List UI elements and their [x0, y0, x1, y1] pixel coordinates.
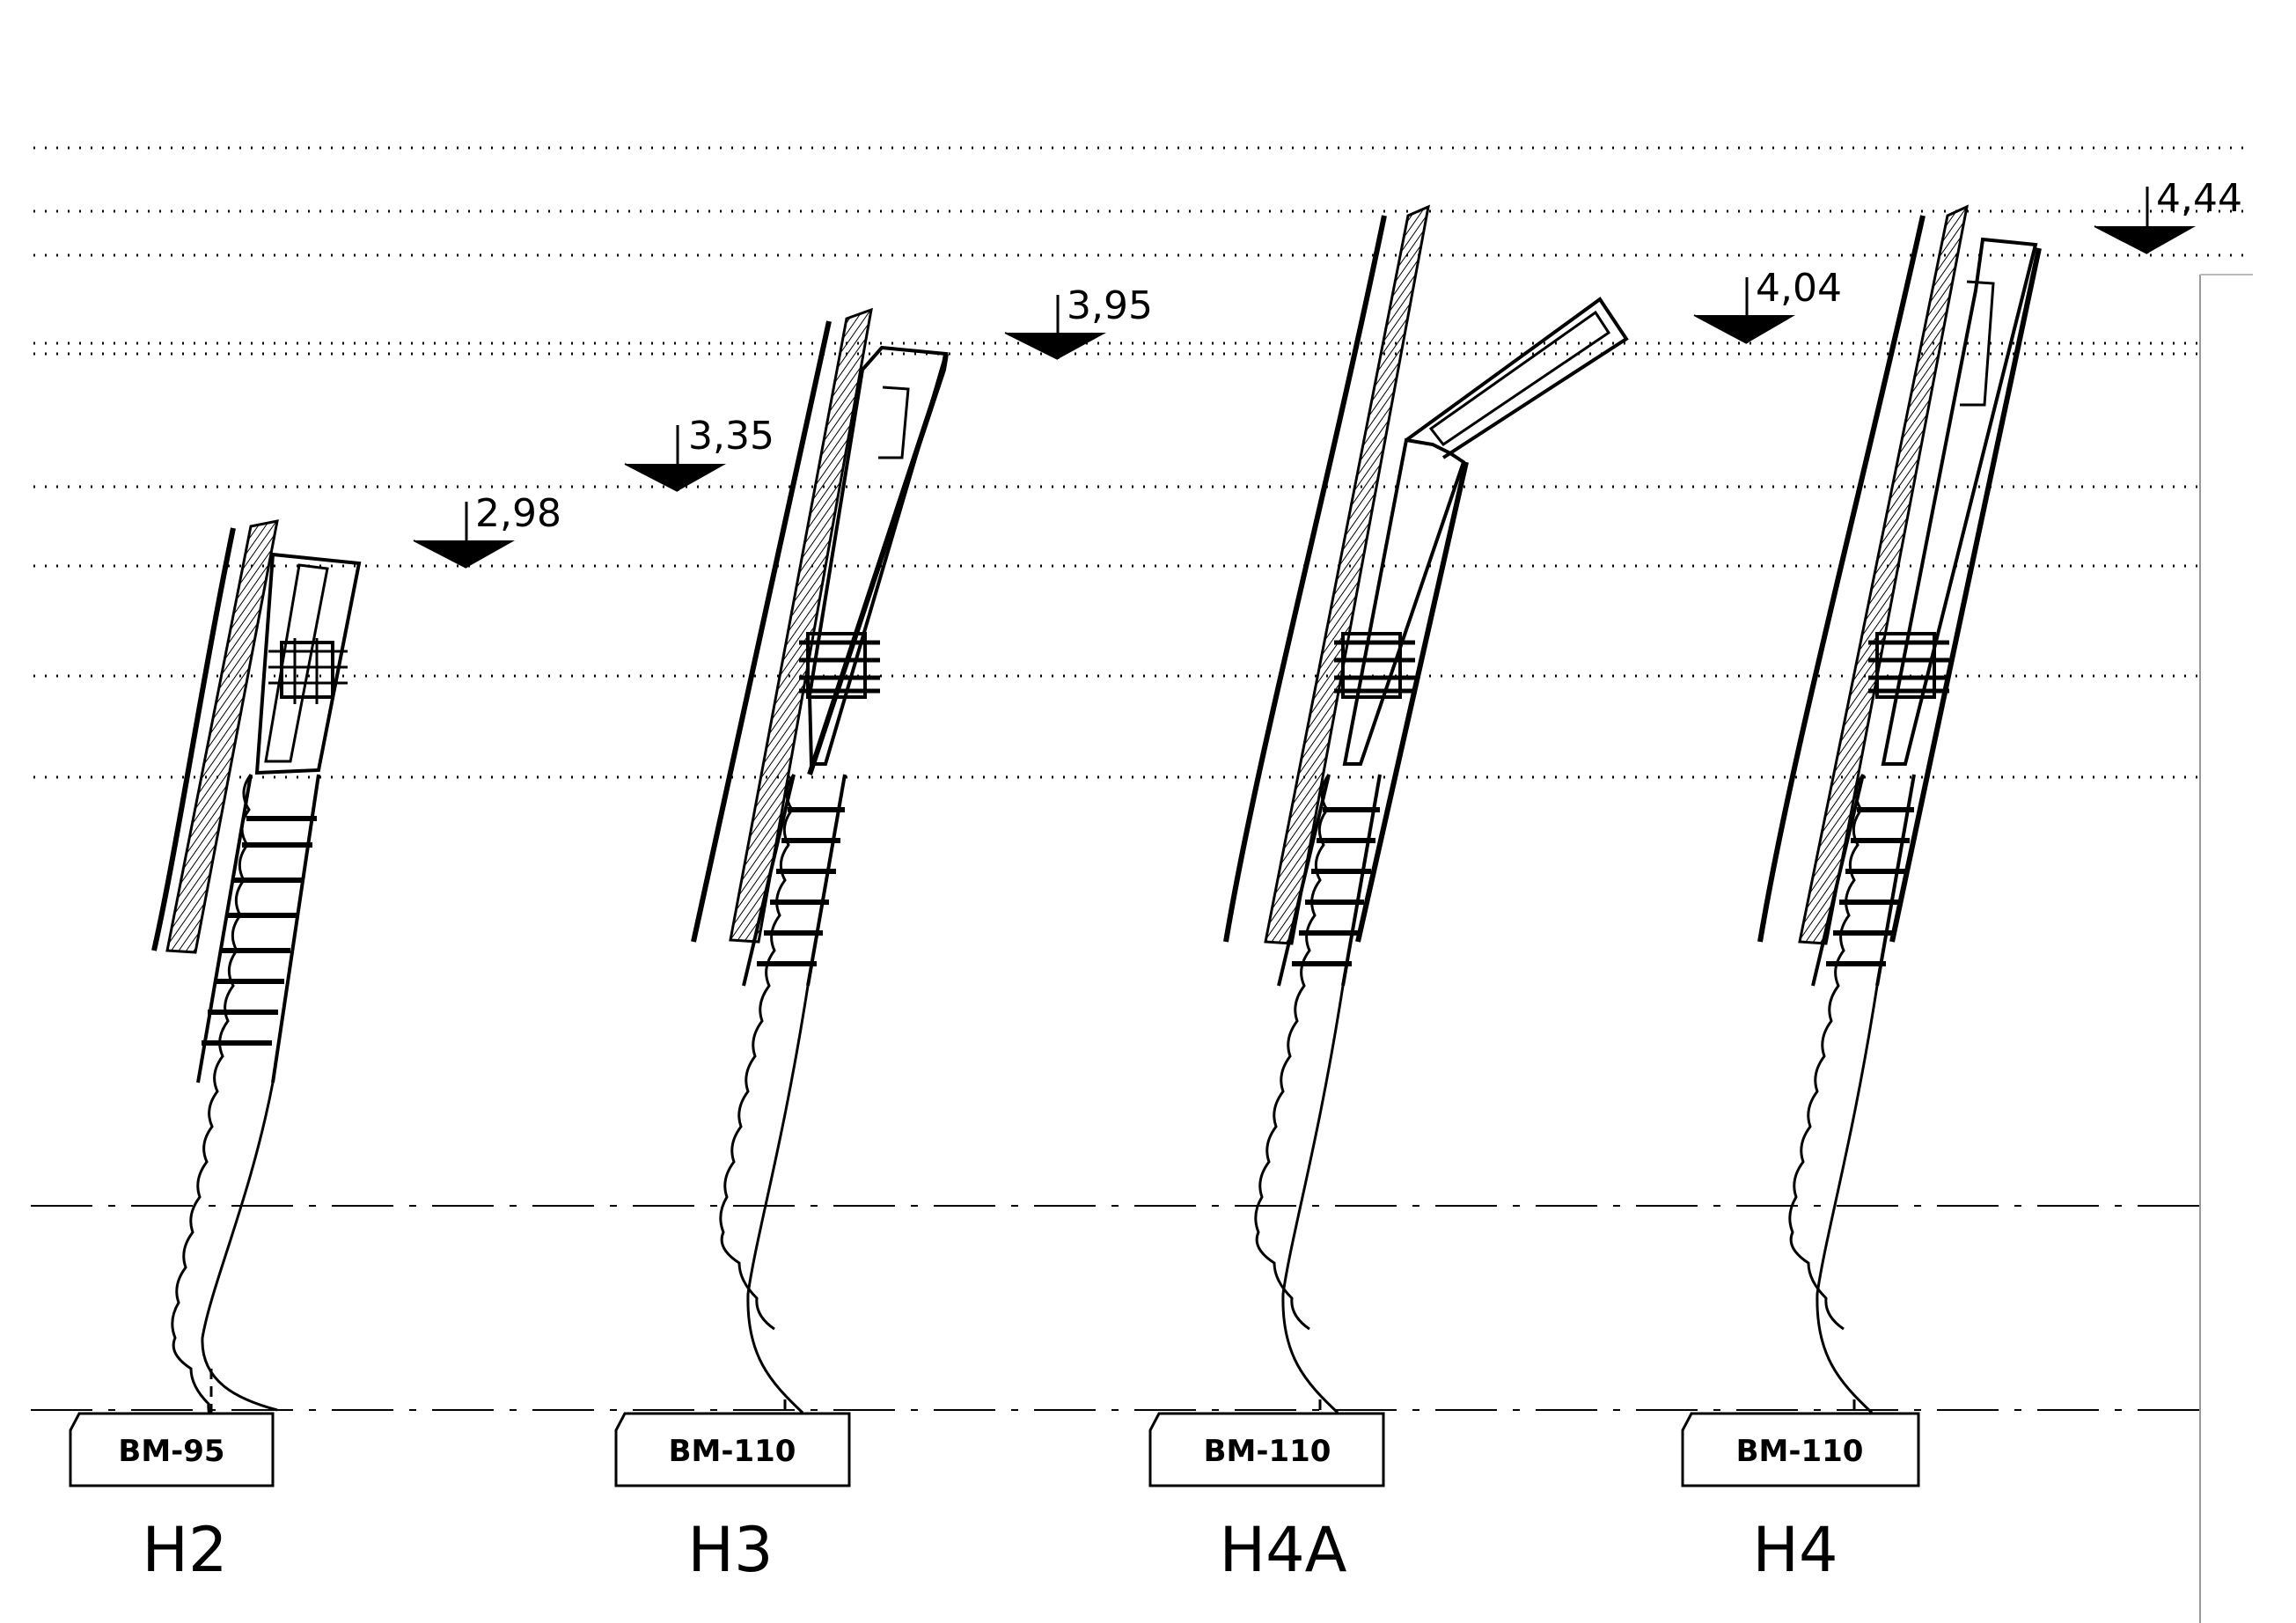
level-label: 4,44: [2156, 176, 2242, 221]
unit-label-h4a: H4A: [1219, 1514, 1346, 1586]
footing-block-label: BM-110: [1736, 1434, 1864, 1469]
steps: [1811, 774, 1916, 987]
wavy-edge: [1254, 774, 1331, 1331]
unit-h2: [151, 519, 362, 1436]
dotted-reference-lines: [33, 146, 2253, 779]
unit-h4a: [1223, 204, 1629, 1435]
unit-h3: [691, 307, 949, 1435]
level-marker-4: 4,04: [1693, 266, 1842, 344]
column-back-line: [746, 985, 810, 1414]
plate-outline: [1960, 280, 1995, 407]
curved-panel: [1757, 215, 1926, 943]
bolt-plate: [280, 641, 334, 699]
level-triangle-icon: [414, 540, 515, 568]
dashed-footing-detail: [209, 1369, 268, 1435]
level-label: 4,04: [1756, 266, 1842, 311]
level-marker-5: 4,44: [2094, 176, 2242, 254]
level-label: 3,95: [1067, 283, 1153, 328]
hatched-panel: [165, 519, 279, 954]
curved-panel: [691, 320, 832, 943]
level-marker-1: 2,98: [413, 491, 561, 569]
column-bracket-inner: [264, 563, 329, 763]
bolt-group: [268, 638, 348, 704]
wavy-edge: [719, 774, 796, 1331]
bolt-group: [1334, 640, 1415, 694]
level-label: 3,35: [688, 414, 774, 459]
unit-label-h4: H4: [1752, 1514, 1838, 1586]
level-label: 2,98: [475, 491, 561, 536]
unit-label-h2: H2: [142, 1514, 227, 1586]
footing-block-label: BM-95: [118, 1434, 224, 1469]
bolt-group: [799, 640, 880, 694]
wavy-edge: [1788, 774, 1865, 1331]
footing-block-h2: BM-95: [69, 1412, 275, 1487]
footing-block-h4: BM-110: [1681, 1412, 1920, 1487]
bolt-plate: [1875, 632, 1936, 699]
sloped-beam-inner: [1428, 310, 1611, 447]
sloped-beam: [1405, 297, 1629, 459]
bolt-group: [1868, 640, 1949, 694]
column-back-line: [1816, 985, 1879, 1414]
plate-outline: [878, 386, 910, 459]
footing-block-h3: BM-110: [614, 1412, 851, 1487]
column-outer: [1355, 461, 1469, 943]
level-triangle-icon: [1005, 333, 1106, 359]
level-triangle-icon: [1694, 315, 1795, 343]
unit-h4: [1757, 204, 2042, 1435]
column-back-line: [201, 1082, 278, 1412]
wavy-edge: [171, 774, 253, 1436]
level-marker-2: 3,35: [624, 414, 774, 492]
footing-block-h4a: BM-110: [1148, 1412, 1385, 1487]
column-outer: [807, 353, 949, 775]
footing-block-label: BM-110: [1204, 1434, 1331, 1469]
level-triangle-icon: [625, 464, 726, 491]
footing-block-label: BM-110: [669, 1434, 796, 1469]
curved-panel: [1223, 215, 1387, 943]
level-marker-3: 3,95: [1004, 283, 1153, 360]
column-back-line: [1281, 985, 1345, 1414]
curved-panel: [151, 527, 236, 951]
bolt-plate: [1341, 632, 1402, 699]
column-outer: [1889, 247, 2042, 943]
unit-label-h3: H3: [687, 1514, 773, 1586]
bolt-plate: [806, 632, 867, 699]
level-triangle-icon: [2094, 226, 2196, 253]
hatched-panel: [729, 307, 873, 944]
hatched-panel: [1798, 204, 1970, 945]
hatched-panel: [1264, 204, 1430, 945]
dash-dot-axis-lines: [31, 1205, 2200, 1411]
column-bracket: [254, 552, 362, 775]
steps: [742, 774, 847, 987]
